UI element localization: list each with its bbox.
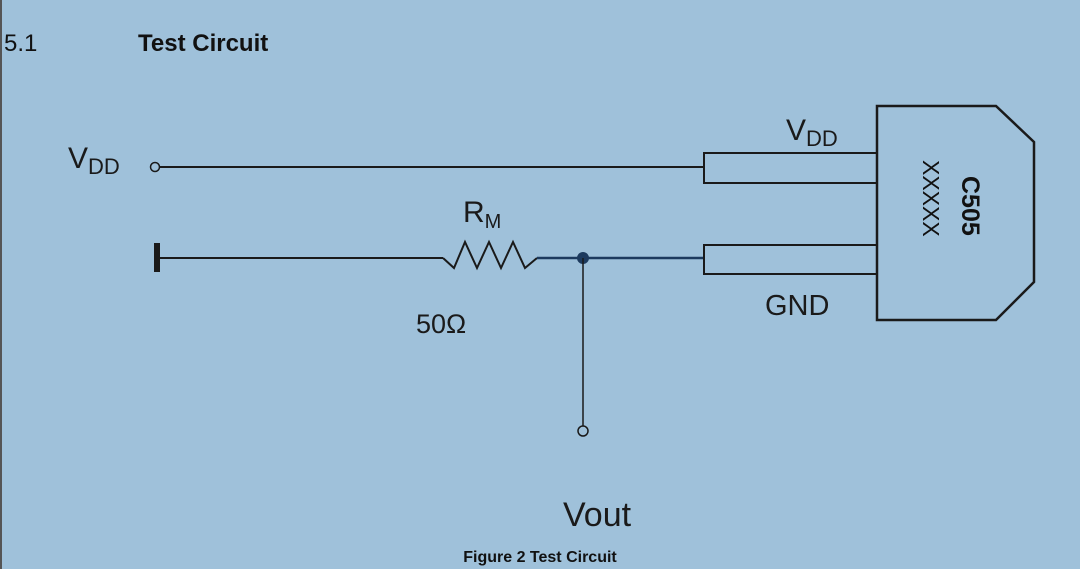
section-title: Test Circuit [138, 30, 269, 57]
resistor-label: RM [463, 196, 501, 233]
vdd-pin-main: V [786, 114, 806, 147]
vdd-left-label: VDD [68, 142, 120, 179]
section-number: 5.1 [4, 30, 38, 57]
chip-part-number: C505 [956, 176, 984, 236]
resistor-value: 50Ω [416, 309, 466, 339]
resistor-symbol [442, 239, 538, 271]
figure-caption: Figure 2 Test Circuit [463, 549, 617, 566]
gnd-pin-label: GND [765, 290, 829, 322]
vdd-left-main: V [68, 142, 88, 175]
left-border [0, 0, 2, 569]
vdd-left-sub: DD [88, 154, 120, 179]
vdd-terminal [149, 161, 161, 173]
chip-body [875, 104, 1036, 322]
resistor-label-sub: M [485, 211, 502, 233]
vdd-pin [703, 152, 878, 184]
vout-label: Vout [563, 496, 632, 534]
ground-bar [154, 243, 160, 272]
gnd-pin [703, 244, 878, 275]
vdd-pin-sub: DD [806, 126, 838, 151]
chip-date-code: XXXXX [918, 160, 944, 237]
resistor-label-main: R [463, 196, 485, 229]
vdd-pin-label: VDD [786, 114, 838, 151]
vout-terminal [577, 425, 589, 437]
